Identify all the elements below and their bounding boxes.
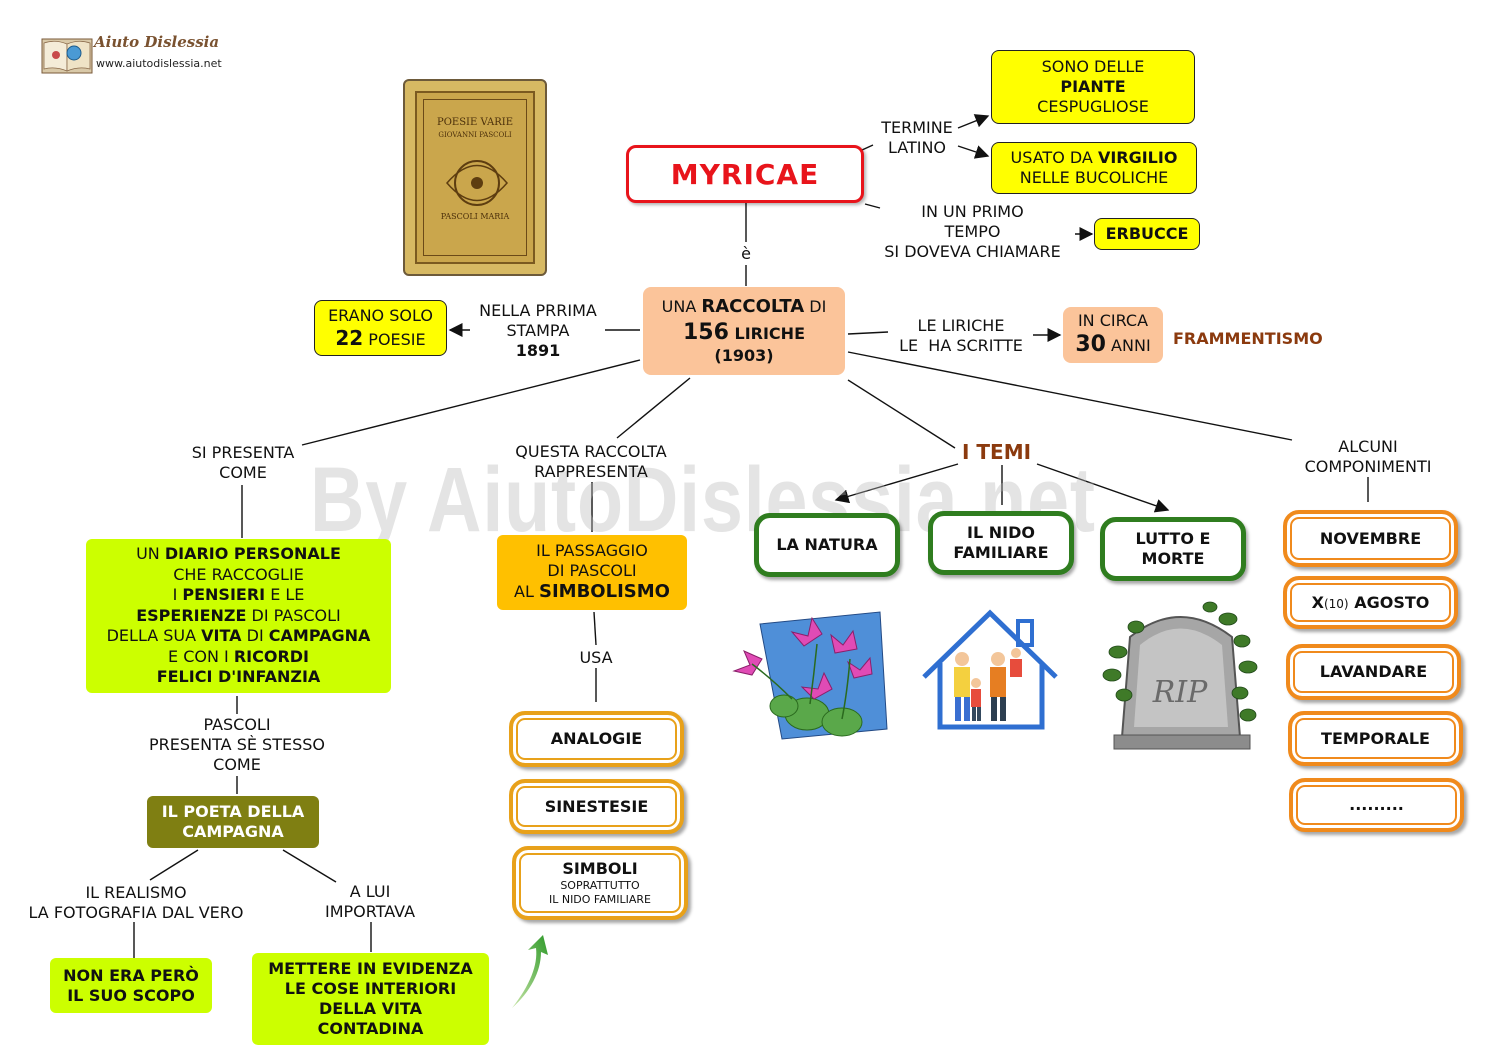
passaggio-box[interactable]: IL PASSAGGIO DI PASCOLI AL SIMBOLISMO xyxy=(497,535,687,610)
sinestesie-box[interactable]: SINESTESIE xyxy=(509,779,684,834)
le-liriche-label: LE LIRICHE LE HA SCRITTE xyxy=(899,316,1023,355)
non-era-box[interactable]: NON ERA PERÒ IL SUO SCOPO xyxy=(50,958,212,1013)
book-title-line3: PASCOLI MARIA xyxy=(440,212,510,221)
diario-box[interactable]: UN DIARIO PERSONALE CHE RACCOGLIE I PENS… xyxy=(86,539,391,693)
ornament-icon xyxy=(446,160,508,206)
alcuni-componimenti-label: ALCUNI COMPONIMENTI xyxy=(1304,437,1432,476)
prima-stampa-label: NELLA PRRIMA STAMPA 1891 xyxy=(479,301,597,360)
in-circa-box[interactable]: IN CIRCA 30 ANNI xyxy=(1063,307,1163,363)
simboli-box[interactable]: SIMBOLI SOPRATTUTTO IL NIDO FAMILIARE xyxy=(512,846,688,920)
poeta-campagna-box[interactable]: IL POETA DELLA CAMPAGNA xyxy=(147,796,319,848)
flowers-image xyxy=(732,611,888,740)
piante-box[interactable]: SONO DELLE PIANTE CESPUGLIOSE xyxy=(991,50,1195,124)
realismo-label: IL REALISMO LA FOTOGRAFIA DAL VERO xyxy=(28,883,244,922)
e-label: è xyxy=(741,244,751,263)
usa-label: USA xyxy=(579,648,613,667)
virgilio-box[interactable]: USATO DA VIRGILIO NELLE BUCOLICHE xyxy=(991,142,1197,194)
lavandare-box[interactable]: LAVANDARE xyxy=(1286,644,1461,700)
book-cover-image: POESIE VARIE GIOVANNI PASCOLI PASCOLI MA… xyxy=(403,79,547,276)
myricae-title: MYRICAE xyxy=(670,157,820,191)
tombstone-image: RIP xyxy=(1102,601,1258,750)
erano-solo-box[interactable]: ERANO SOLO 22 POESIE xyxy=(314,300,447,356)
natura-box[interactable]: LA NATURA xyxy=(754,513,900,577)
questa-raccolta-label: QUESTA RACCOLTA RAPPRESENTA xyxy=(515,442,667,481)
open-book-logo-icon xyxy=(41,38,93,74)
si-presenta-label: SI PRESENTA COME xyxy=(191,443,295,482)
family-house-image xyxy=(922,609,1058,730)
myricae-title-box[interactable]: MYRICAE xyxy=(626,145,864,203)
logo-url: www.aiutodislessia.net xyxy=(96,57,222,70)
termine-latino-label: TERMINE LATINO xyxy=(881,118,953,157)
green-curved-arrow xyxy=(512,935,548,1008)
mettere-box[interactable]: METTERE IN EVIDENZA LE COSE INTERIORI DE… xyxy=(252,953,489,1045)
temporale-box[interactable]: TEMPORALE xyxy=(1288,711,1463,766)
a-lui-label: A LUI IMPORTAVA xyxy=(324,882,416,921)
frammentismo-label: FRAMMENTISMO xyxy=(1173,329,1323,348)
temi-title: I TEMI xyxy=(962,440,1032,464)
erbucce-box[interactable]: ERBUCCE xyxy=(1094,218,1200,250)
logo-brand: Aiuto Dislessia xyxy=(94,33,220,51)
primo-tempo-label: IN UN PRIMO TEMPO SI DOVEVA CHIAMARE xyxy=(884,202,1061,261)
lutto-box[interactable]: LUTTO E MORTE xyxy=(1100,517,1246,581)
raccolta-box[interactable]: UNA RACCOLTA DI 156 LIRICHE (1903) xyxy=(643,287,845,375)
agosto-box[interactable]: X(10) AGOSTO xyxy=(1283,576,1458,629)
book-title-line1: POESIE VARIE xyxy=(436,117,514,128)
pascoli-presenta-label: PASCOLI PRESENTA SÈ STESSO COME xyxy=(149,715,325,774)
logo[interactable]: Aiuto Dislessia www.aiutodislessia.net xyxy=(40,33,225,75)
nido-box[interactable]: IL NIDO FAMILIARE xyxy=(928,511,1074,575)
analogie-box[interactable]: ANALOGIE xyxy=(509,711,684,767)
book-title-line2: GIOVANNI PASCOLI xyxy=(438,131,512,139)
altri-componimenti-box[interactable]: ......... xyxy=(1289,778,1464,832)
tombstone-rip-text: RIP xyxy=(1152,675,1208,710)
novembre-box[interactable]: NOVEMBRE xyxy=(1283,510,1458,567)
